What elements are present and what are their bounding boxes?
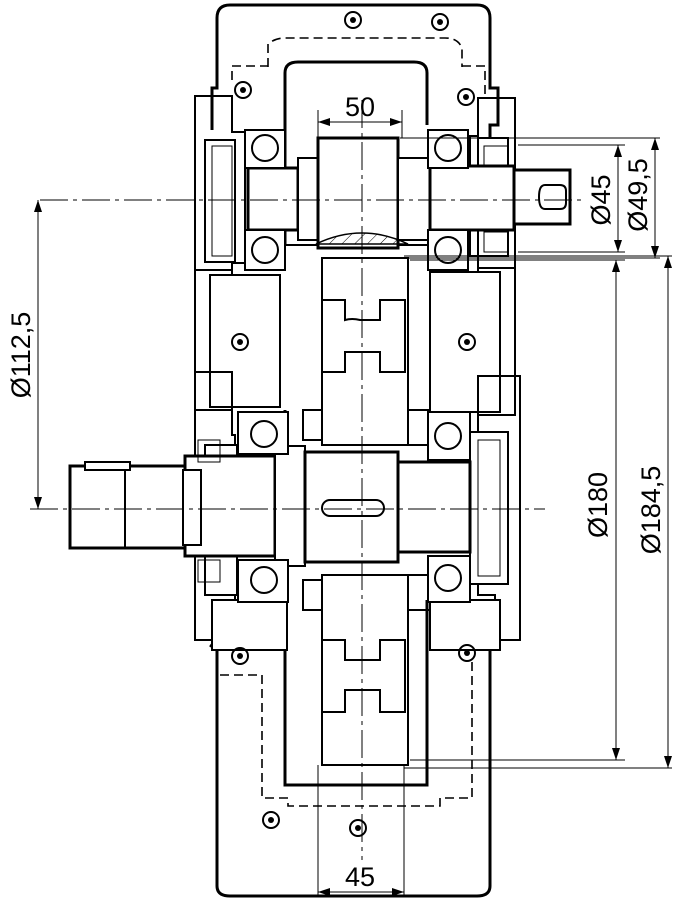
bolt-icon (262, 811, 280, 829)
dim-dia-gear-outer: Ø184,5 (636, 466, 666, 555)
dim-dia-center-distance: Ø112,5 (6, 312, 36, 399)
center-lines (30, 100, 585, 860)
dim-dia-shaft-small: Ø45 (586, 174, 616, 225)
bolt-icon (431, 13, 449, 31)
dim-width-top: 50 (345, 92, 375, 122)
bolt-icon (458, 644, 476, 662)
dim-dia-shaft-seal: Ø49,5 (623, 158, 653, 232)
middle-left-wall (194, 269, 281, 411)
bolts (231, 11, 476, 837)
dim-width-bottom: 45 (345, 862, 375, 892)
dimension-labels: 50 45 Ø45 Ø49,5 Ø112,5 Ø180 Ø184,5 (6, 92, 666, 892)
upper-left-cover (194, 95, 246, 271)
bolt-icon (344, 11, 362, 29)
large-gear (302, 257, 431, 766)
lower-flanges (211, 599, 501, 651)
lower-bearings (197, 411, 471, 603)
bolt-icon (457, 88, 475, 106)
dimension-lines (34, 110, 672, 896)
middle-right-wall (429, 267, 516, 416)
dim-dia-gear: Ø180 (583, 472, 613, 538)
lower-shaft (68, 445, 472, 567)
lower-right-cover (469, 375, 521, 641)
upper-bearings (244, 129, 509, 271)
bolt-icon (458, 333, 476, 351)
bolt-icon (234, 81, 252, 99)
upper-shaft (246, 136, 572, 250)
bolt-icon (231, 647, 249, 665)
bolt-icon (231, 333, 249, 351)
bolt-icon (349, 819, 367, 837)
